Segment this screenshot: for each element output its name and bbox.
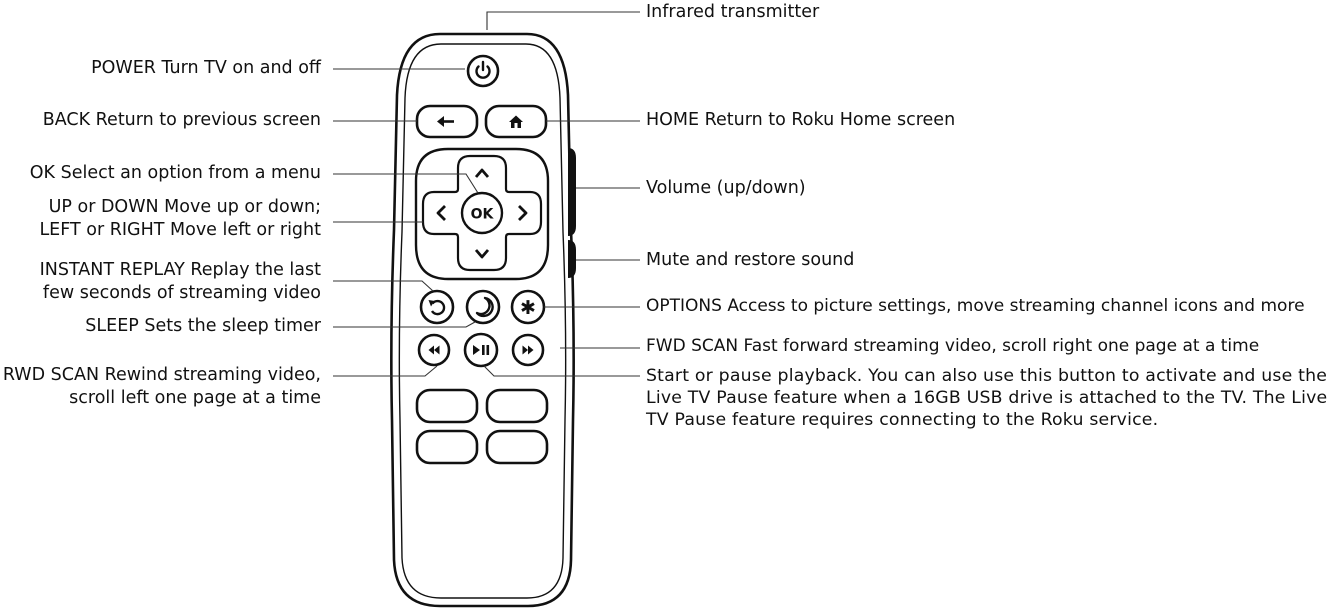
options-button[interactable]: ✱ xyxy=(510,289,546,325)
label-play-line3: TV Pause feature requires connecting to … xyxy=(646,410,1159,430)
label-rwd-line2: scroll left one page at a time xyxy=(69,388,321,408)
replay-icon xyxy=(428,299,446,316)
sleep-button[interactable] xyxy=(465,289,501,325)
home-icon xyxy=(509,115,523,128)
label-options: OPTIONS Access to picture settings, move… xyxy=(646,296,1305,316)
label-mute: Mute and restore sound xyxy=(646,250,855,270)
dpad-left-button[interactable] xyxy=(436,205,446,221)
back-button[interactable] xyxy=(415,104,479,139)
instant-replay-button[interactable] xyxy=(419,289,455,325)
ok-button[interactable]: OK xyxy=(460,191,504,235)
moon-icon xyxy=(475,296,494,318)
power-button[interactable] xyxy=(466,54,500,88)
mute-button[interactable] xyxy=(567,240,576,278)
label-play-pause: Start or pause playback. You can also us… xyxy=(646,365,1327,431)
ok-button-label: OK xyxy=(471,207,495,223)
label-back: BACK Return to previous screen xyxy=(42,110,321,130)
chevron-down-icon xyxy=(474,249,490,259)
label-home: HOME Return to Roku Home screen xyxy=(646,110,956,130)
play-pause-icon xyxy=(473,345,490,355)
label-play-line1: Start or pause playback. You can also us… xyxy=(646,366,1328,386)
dpad-down-button[interactable] xyxy=(474,249,490,259)
label-rwd-line1: RWD SCAN Rewind streaming video, xyxy=(2,365,321,385)
label-ok: OK Select an option from a menu xyxy=(29,163,321,183)
volume-rocker[interactable] xyxy=(567,148,576,236)
rewind-icon xyxy=(428,345,440,355)
chevron-left-icon xyxy=(436,205,446,221)
label-fwd-scan: FWD SCAN Fast forward streaming video, s… xyxy=(646,336,1260,356)
leader-replay xyxy=(333,280,434,292)
label-play-line2: Live TV Pause feature when a 16GB USB dr… xyxy=(646,388,1328,408)
fast-forward-icon xyxy=(522,345,534,355)
label-rwd-scan: RWD SCAN Rewind streaming video, scroll … xyxy=(3,364,321,410)
label-power: POWER Turn TV on and off xyxy=(91,58,321,78)
leader-infrared xyxy=(486,11,640,30)
play-pause-button[interactable] xyxy=(463,332,499,368)
shortcut-button-4[interactable] xyxy=(485,429,549,465)
leader-rwd xyxy=(333,365,438,377)
label-instant-replay: INSTANT REPLAY Replay the last few secon… xyxy=(40,259,321,305)
leader-lines xyxy=(333,11,640,377)
chevron-up-icon xyxy=(474,168,490,178)
label-updown-line1: UP or DOWN Move up or down; xyxy=(48,197,321,217)
back-arrow-icon xyxy=(437,116,454,127)
options-star-icon: ✱ xyxy=(520,297,536,319)
shortcut-button-1[interactable] xyxy=(415,388,479,424)
label-sleep: SLEEP Sets the sleep timer xyxy=(85,316,321,336)
leader-play xyxy=(483,365,640,377)
dpad-right-button[interactable] xyxy=(518,205,528,221)
label-infrared: Infrared transmitter xyxy=(646,2,820,22)
label-volume: Volume (up/down) xyxy=(646,178,806,198)
leader-ok xyxy=(333,173,479,194)
leader-sleep xyxy=(333,321,476,328)
label-replay-line1: INSTANT REPLAY Replay the last xyxy=(39,260,321,280)
fast-forward-button[interactable] xyxy=(511,333,545,367)
shortcut-button-3[interactable] xyxy=(415,429,479,465)
label-replay-line2: few seconds of streaming video xyxy=(42,283,321,303)
shortcut-button-2[interactable] xyxy=(485,388,549,424)
label-updown: UP or DOWN Move up or down; LEFT or RIGH… xyxy=(39,196,321,242)
dpad-up-button[interactable] xyxy=(474,168,490,178)
chevron-right-icon xyxy=(518,205,528,221)
remote-inner-outline xyxy=(398,43,567,599)
label-updown-line2: LEFT or RIGHT Move left or right xyxy=(39,220,321,240)
power-icon xyxy=(475,60,491,79)
home-button[interactable] xyxy=(484,104,548,139)
rewind-button[interactable] xyxy=(417,333,451,367)
